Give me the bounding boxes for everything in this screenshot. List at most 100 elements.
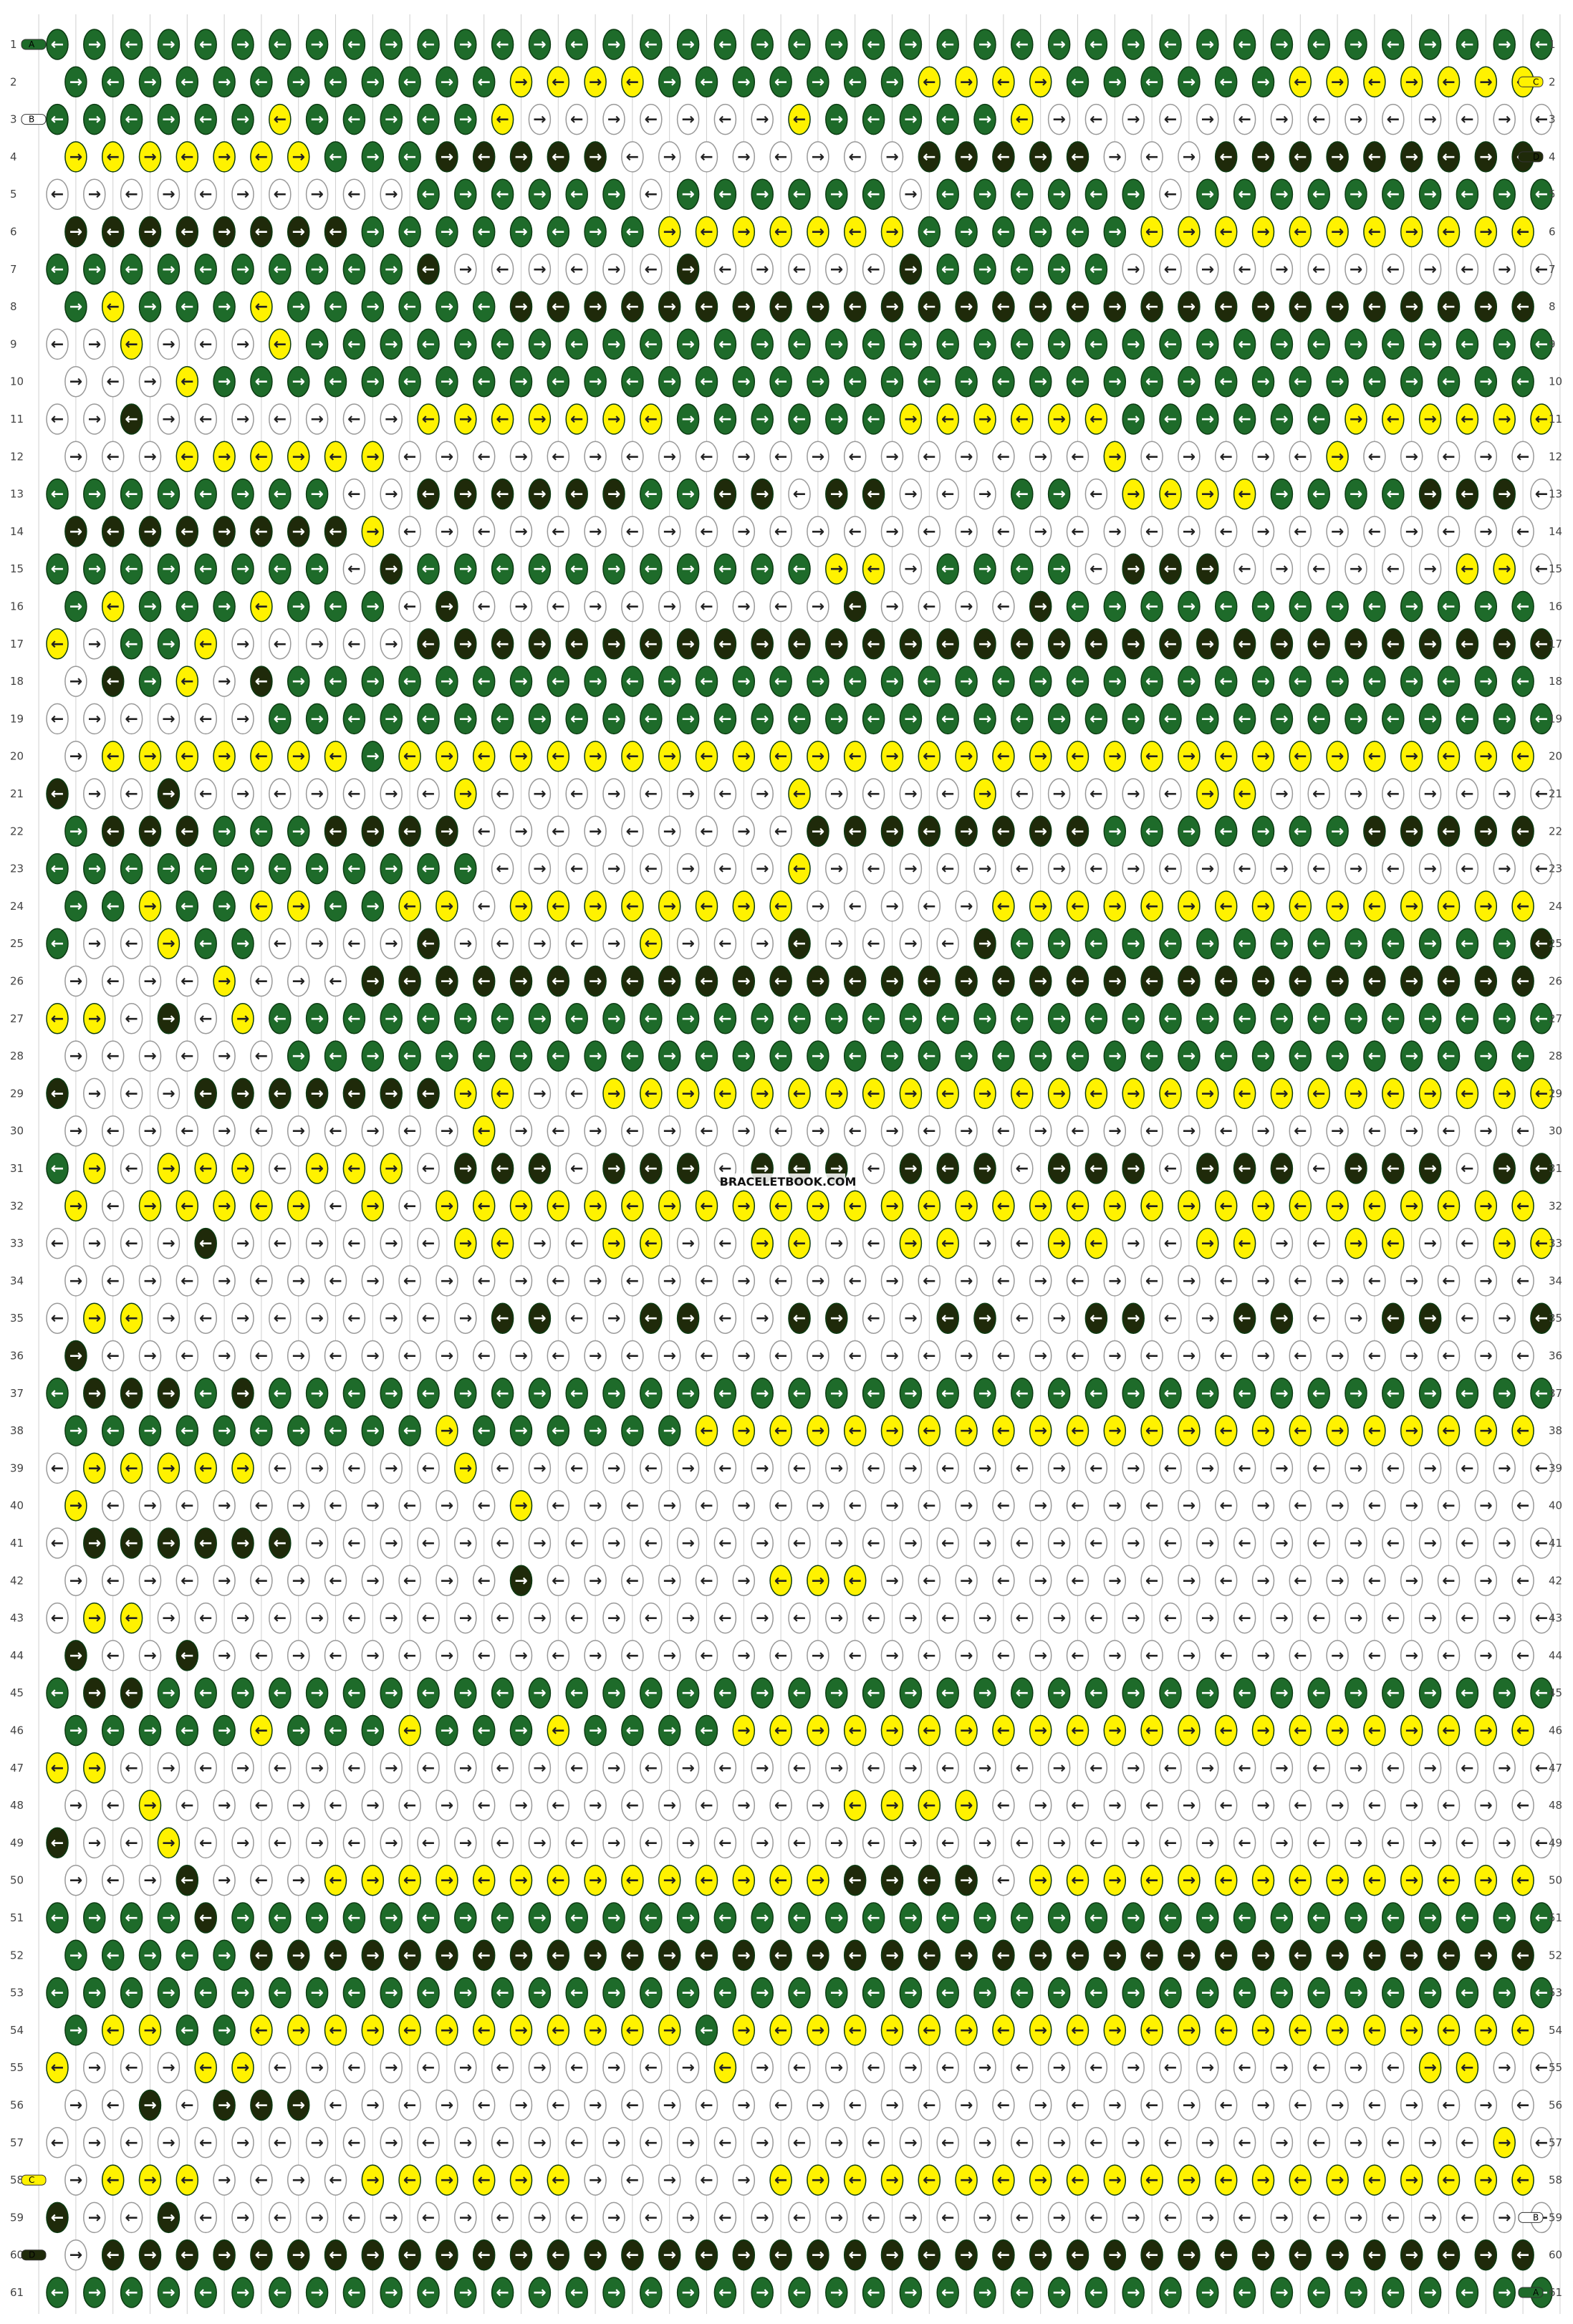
knot-arrow: ← [403, 1797, 416, 1815]
knot-arrow: → [514, 2247, 527, 2265]
knot-arrow: → [1275, 785, 1288, 803]
knot-arrow: ← [1071, 973, 1084, 991]
knot-arrow: ← [51, 2209, 64, 2227]
knot-arrow: ← [941, 1684, 954, 1702]
knot-arrow: ← [997, 1946, 1010, 1964]
knot-arrow: ← [329, 1197, 342, 1215]
knot-arrow: → [1331, 373, 1344, 391]
knot-arrow: ← [867, 1385, 880, 1403]
knot-arrow: → [292, 1123, 304, 1141]
knot-arrow: → [69, 1722, 82, 1740]
knot [1344, 29, 1367, 60]
knot-arrow: → [1479, 1422, 1492, 1440]
knot-arrow: ← [1238, 1610, 1251, 1628]
knot-arrow: → [885, 1197, 898, 1215]
knot-arrow: ← [1164, 1459, 1177, 1477]
knot-arrow: ← [1219, 2022, 1232, 2040]
knot-arrow: → [1201, 335, 1214, 353]
knot-arrow: → [69, 448, 82, 466]
knot-arrow: ← [1164, 1984, 1177, 2002]
knot-arrow: → [1350, 2284, 1362, 2302]
knot [1363, 66, 1386, 98]
knot-arrow: ← [1145, 1348, 1158, 1365]
knot-arrow: ← [793, 560, 806, 578]
knot-arrow: → [663, 822, 675, 840]
knot-arrow: → [663, 1572, 675, 1590]
knot-arrow: ← [106, 1797, 119, 1815]
knot-arrow: → [236, 1235, 249, 1253]
knot-arrow: → [1405, 748, 1418, 766]
knot-arrow: ← [997, 598, 1010, 616]
knot-arrow: ← [1219, 1123, 1232, 1141]
knot-arrow: ← [1535, 410, 1548, 428]
knot-arrow: → [885, 1422, 898, 1440]
knot-arrow: → [1108, 148, 1121, 166]
knot-arrow: → [737, 1872, 750, 1890]
knot-arrow: → [88, 186, 101, 203]
knot-arrow: → [1275, 1909, 1288, 1927]
knot-arrow: → [1479, 1197, 1492, 1215]
knot-arrow: ← [125, 261, 138, 279]
knot-arrow: ← [867, 111, 880, 129]
knot-arrow: ← [848, 1797, 861, 1815]
knot-arrow: ← [347, 486, 360, 504]
knot-arrow: → [1275, 1310, 1288, 1327]
knot-arrow: → [69, 1797, 82, 1815]
knot-arrow: ← [477, 1422, 490, 1440]
knot-arrow: ← [700, 673, 713, 691]
knot-arrow: ← [1164, 410, 1177, 428]
knot-arrow: → [830, 2134, 843, 2152]
knot-arrow: → [533, 1684, 546, 1702]
knot-arrow: → [1331, 1047, 1344, 1065]
knot-arrow: ← [700, 898, 713, 916]
knot-arrow: → [533, 1085, 546, 1103]
knot-arrow: ← [718, 2284, 731, 2302]
knot [807, 66, 829, 98]
knot-arrow: → [885, 1797, 898, 1815]
knot-arrow: → [663, 673, 675, 691]
knot-arrow: ← [923, 1797, 935, 1815]
knot-arrow: → [366, 973, 379, 991]
knot-arrow: → [441, 1197, 453, 1215]
knot-arrow: → [978, 1610, 991, 1628]
knot-arrow: → [1498, 410, 1511, 428]
knot-arrow: ← [1145, 1797, 1158, 1815]
knot-arrow: → [1350, 1684, 1362, 1702]
knot [398, 66, 421, 98]
knot-arrow: → [1127, 935, 1140, 953]
knot-arrow: → [1498, 1834, 1511, 1852]
knot-arrow: ← [1461, 785, 1473, 803]
knot-arrow: → [978, 486, 991, 504]
knot-arrow: ← [1238, 1909, 1251, 1927]
knot-arrow: → [1256, 1047, 1269, 1065]
knot-arrow: → [1108, 898, 1121, 916]
knot-arrow: → [978, 1459, 991, 1477]
knot-arrow: → [1498, 1160, 1511, 1178]
knot-arrow: ← [1071, 898, 1084, 916]
knot-arrow: ← [941, 1310, 954, 1327]
knot-arrow: ← [645, 261, 658, 279]
knot-arrow: ← [1219, 1872, 1232, 1890]
knot-arrow: ← [125, 1310, 138, 1327]
knot-arrow: → [236, 860, 249, 878]
knot-arrow: ← [106, 822, 119, 840]
knot-arrow: ← [329, 1272, 342, 1290]
knot-arrow: ← [718, 335, 731, 353]
knot-arrow: ← [422, 36, 435, 54]
knot-arrow: ← [1294, 1722, 1307, 1740]
knot-arrow: ← [700, 1572, 713, 1590]
knot-arrow: → [1423, 785, 1436, 803]
knot-arrow: → [960, 1422, 973, 1440]
knot-arrow: ← [1535, 486, 1548, 504]
knot-arrow: → [366, 1722, 379, 1740]
knot-arrow: → [1034, 73, 1047, 91]
knot-arrow: ← [1145, 598, 1158, 616]
knot-arrow: → [885, 73, 898, 91]
knot-arrow: ← [106, 1722, 119, 1740]
knot-arrow: ← [1238, 1984, 1251, 2002]
knot-arrow: → [607, 261, 620, 279]
knot-arrow: ← [1164, 335, 1177, 353]
knot-arrow: ← [274, 785, 287, 803]
knot-arrow: → [681, 486, 694, 504]
knot-arrow: → [292, 598, 304, 616]
